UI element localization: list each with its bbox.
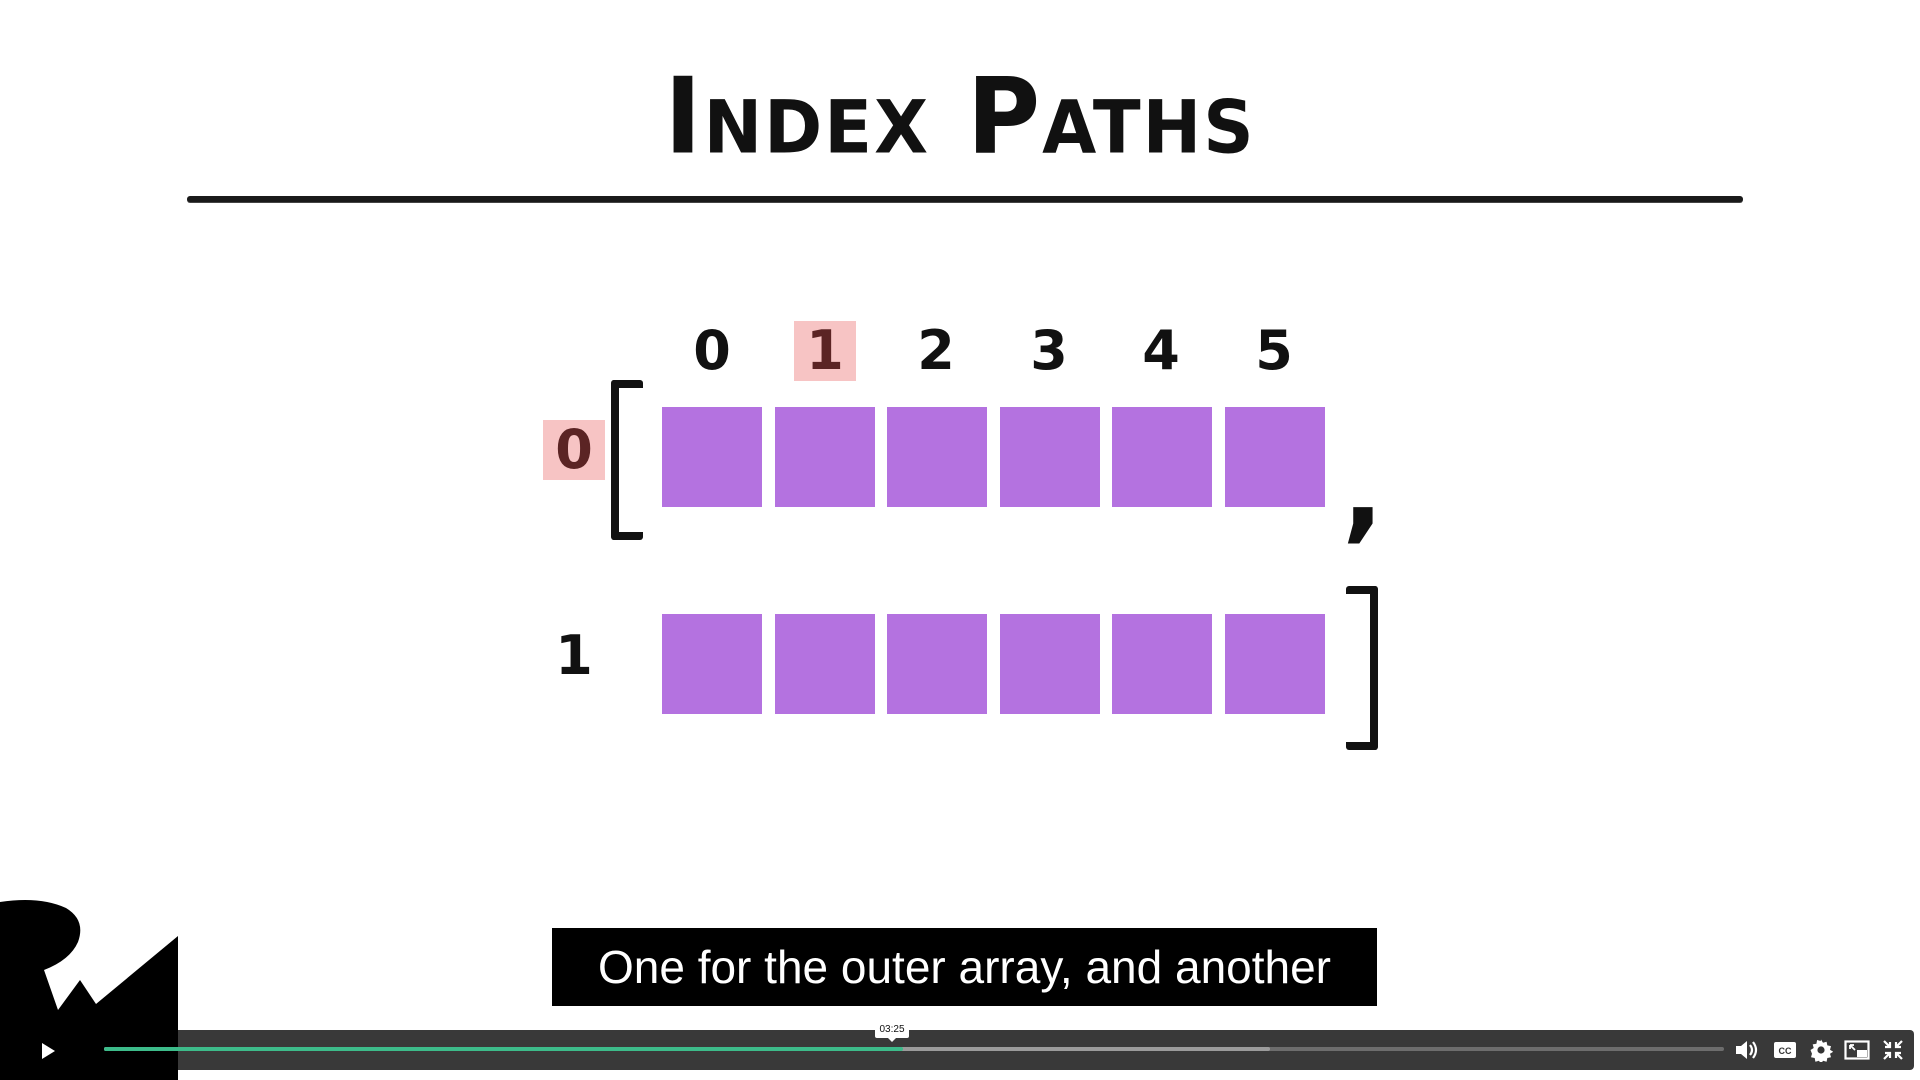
gear-icon bbox=[1810, 1039, 1833, 1062]
column-index-2: 2 bbox=[917, 319, 955, 382]
picture-in-picture-icon bbox=[1844, 1040, 1870, 1060]
column-index-5: 5 bbox=[1255, 319, 1293, 382]
array-cell-r0-c4 bbox=[1112, 407, 1212, 507]
settings-button[interactable] bbox=[1806, 1036, 1836, 1064]
array-separator-comma: , bbox=[1342, 426, 1384, 554]
row-index-0-highlighted: 0 bbox=[543, 420, 605, 480]
exit-fullscreen-icon bbox=[1883, 1040, 1903, 1060]
outer-array-close-bracket bbox=[1346, 586, 1378, 750]
svg-text:CC: CC bbox=[1779, 1046, 1792, 1056]
column-index-4: 4 bbox=[1142, 319, 1180, 382]
picture-in-picture-button[interactable] bbox=[1842, 1036, 1872, 1064]
brand-logo bbox=[0, 900, 178, 1080]
subtitle-caption: One for the outer array, and another bbox=[552, 928, 1377, 1006]
array-cell-r0-c3 bbox=[1000, 407, 1100, 507]
column-index-3: 3 bbox=[1030, 319, 1068, 382]
array-cell-r1-c0 bbox=[662, 614, 762, 714]
array-cell-r0-c1 bbox=[775, 407, 875, 507]
array-cell-r1-c3 bbox=[1000, 614, 1100, 714]
array-cell-r1-c5 bbox=[1225, 614, 1325, 714]
array-cell-r0-c0 bbox=[662, 407, 762, 507]
title-underline bbox=[187, 196, 1743, 202]
play-button[interactable] bbox=[30, 1036, 66, 1066]
outer-array-open-bracket bbox=[611, 380, 643, 540]
array-cell-r1-c2 bbox=[887, 614, 987, 714]
row-index-1: 1 bbox=[555, 624, 593, 687]
volume-icon bbox=[1736, 1041, 1758, 1059]
cc-icon: CC bbox=[1774, 1042, 1796, 1058]
play-icon bbox=[42, 1043, 55, 1059]
slide-title: Index Paths bbox=[664, 55, 1256, 178]
progress-played bbox=[104, 1047, 903, 1051]
array-cell-r1-c4 bbox=[1112, 614, 1212, 714]
column-index-1-highlighted: 1 bbox=[794, 321, 856, 381]
column-index-0: 0 bbox=[693, 319, 731, 382]
captions-button[interactable]: CC bbox=[1770, 1036, 1800, 1064]
array-cell-r0-c5 bbox=[1225, 407, 1325, 507]
array-cell-r0-c2 bbox=[887, 407, 987, 507]
array-cell-r1-c1 bbox=[775, 614, 875, 714]
volume-button[interactable] bbox=[1732, 1036, 1762, 1064]
exit-fullscreen-button[interactable] bbox=[1878, 1036, 1908, 1064]
progress-bar[interactable] bbox=[104, 1047, 1724, 1051]
time-tooltip: 03:25 bbox=[875, 1022, 909, 1042]
